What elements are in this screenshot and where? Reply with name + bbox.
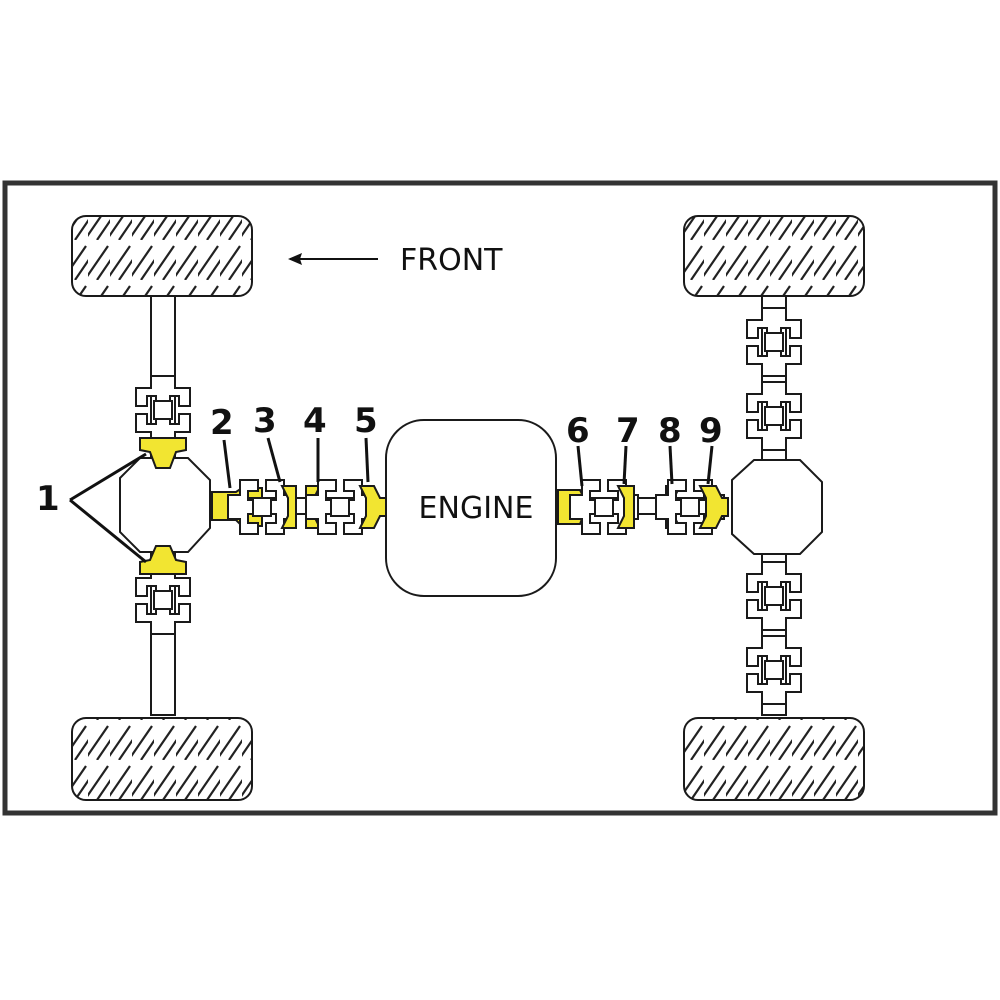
label-8: 8 bbox=[658, 411, 682, 451]
label-1: 1 bbox=[36, 479, 60, 519]
label-4: 4 bbox=[303, 401, 327, 441]
front-shaft-yoke-3 bbox=[280, 485, 297, 529]
rear-diff-input-yoke bbox=[698, 485, 729, 529]
label-2: 2 bbox=[210, 403, 234, 443]
label-9: 9 bbox=[699, 411, 723, 451]
label-6: 6 bbox=[566, 411, 590, 451]
rear-differential bbox=[731, 459, 823, 555]
front-upper-yoke-highlight bbox=[139, 437, 187, 469]
engine-label: ENGINE bbox=[419, 491, 534, 526]
label-3: 3 bbox=[253, 401, 277, 441]
rear-left-wheel bbox=[683, 215, 865, 297]
transfer-case-front-yoke bbox=[358, 485, 389, 529]
front-label: FRONT bbox=[400, 243, 503, 278]
label-leader-lines bbox=[69, 437, 714, 564]
front-right-wheel bbox=[71, 717, 253, 801]
rear-right-wheel bbox=[683, 717, 865, 801]
rear-shaft-yoke-7 bbox=[616, 485, 635, 529]
front-left-wheel bbox=[71, 215, 253, 297]
front-direction-arrow bbox=[288, 253, 378, 265]
label-7: 7 bbox=[616, 411, 640, 451]
front-differential bbox=[119, 457, 211, 553]
label-5: 5 bbox=[354, 401, 378, 441]
